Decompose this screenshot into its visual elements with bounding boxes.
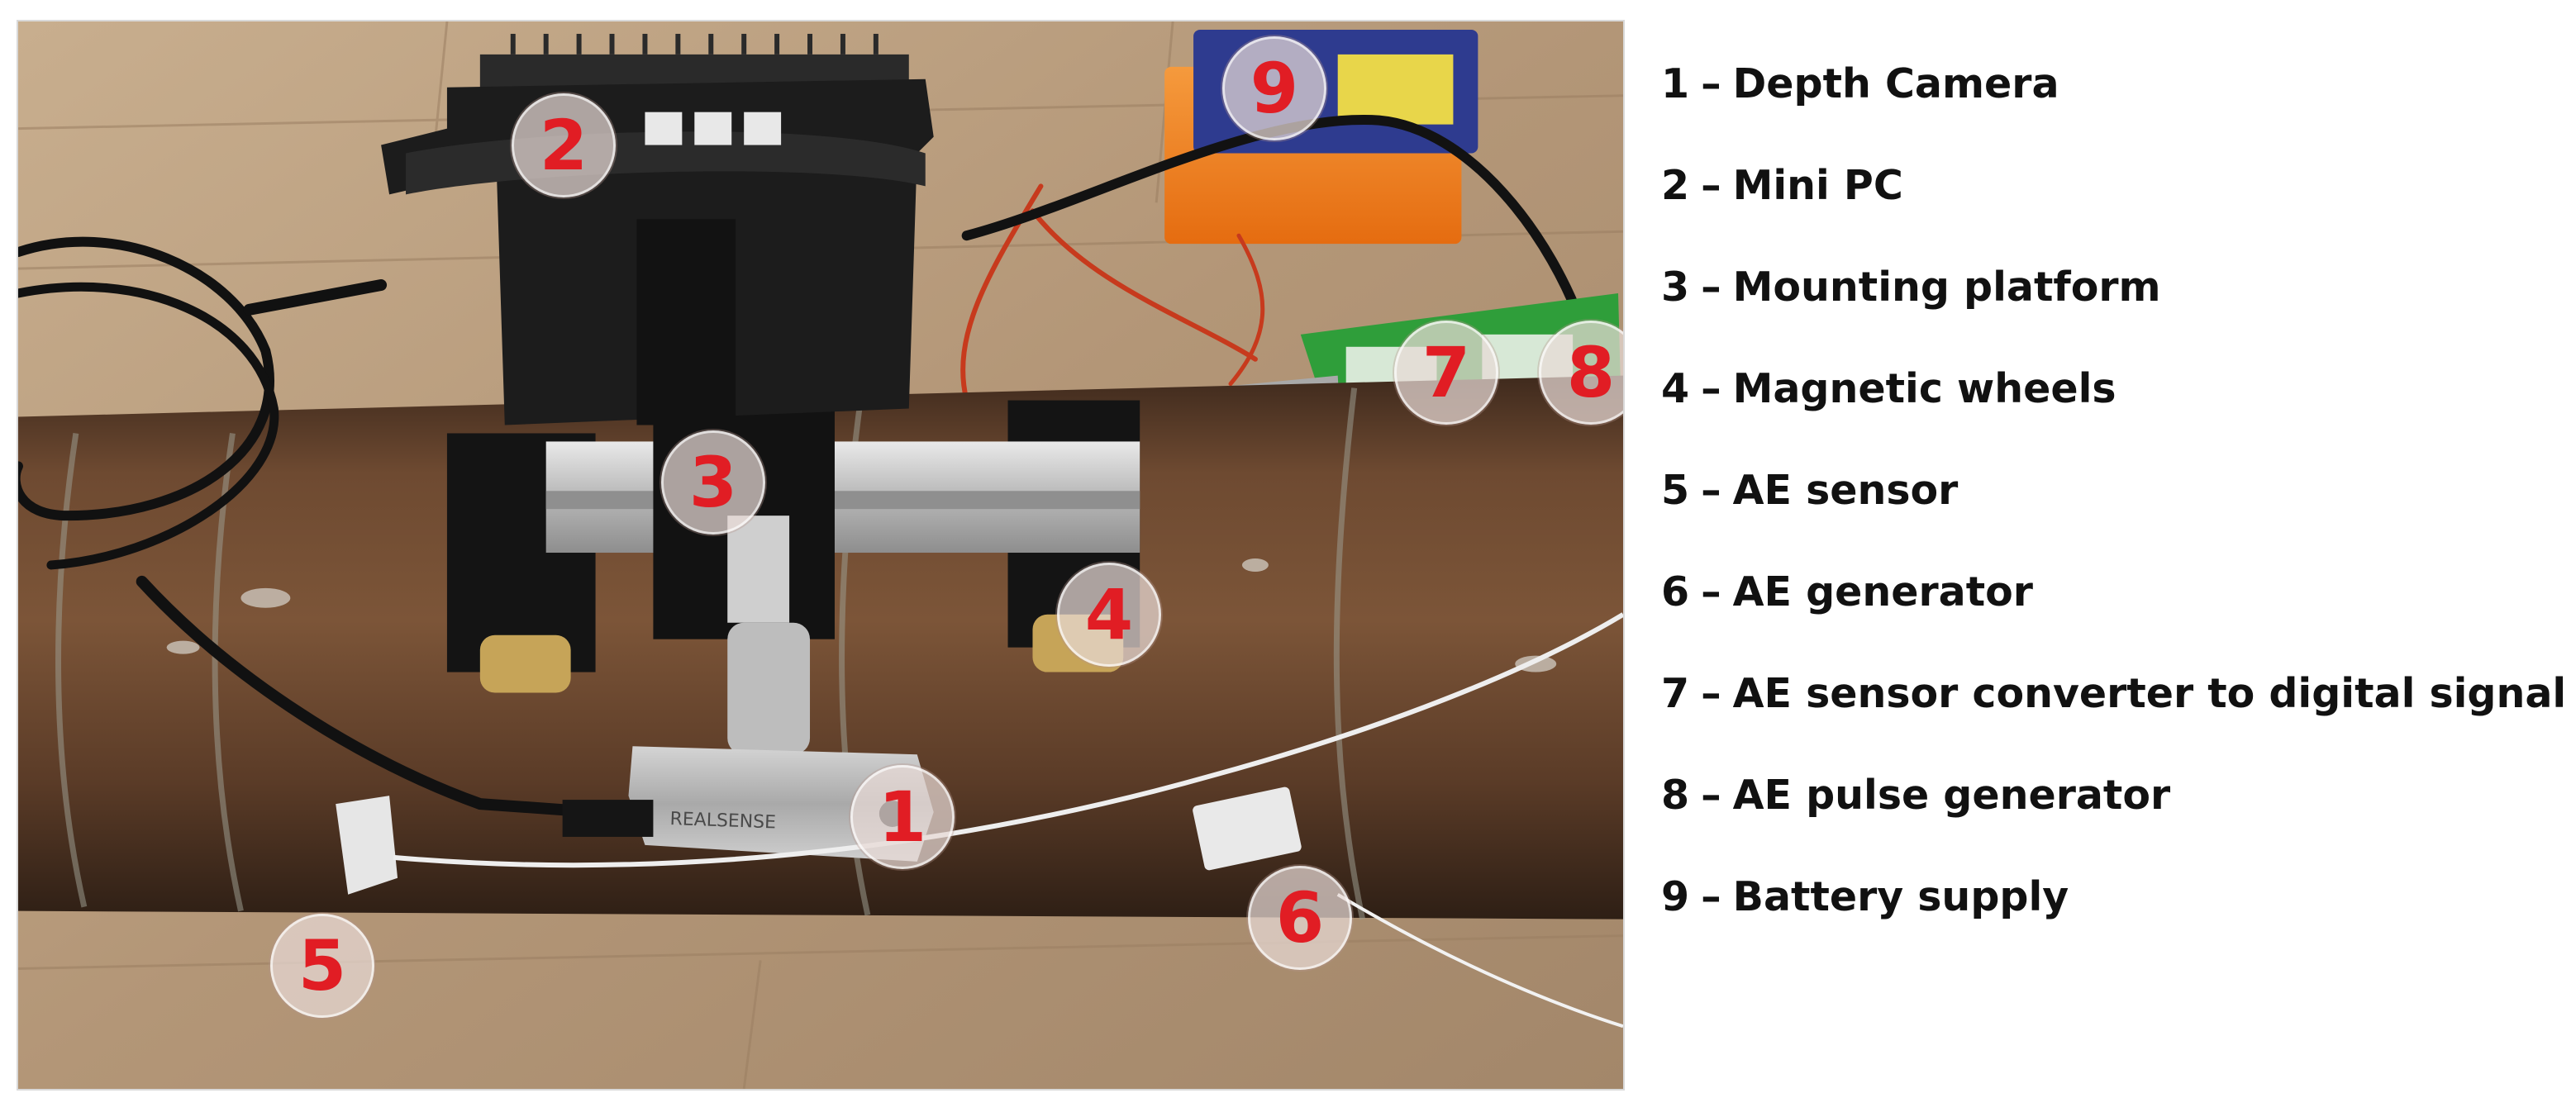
legend-number: 3 (1661, 264, 1690, 311)
legend-label: Mounting platform (1732, 264, 2161, 311)
callout-4: 4 (1057, 563, 1161, 667)
legend-separator: – (1701, 772, 1721, 819)
photo-panel: REALSENSE 1 2 3 4 5 6 7 8 9 (17, 20, 1625, 1091)
callout-8: 8 (1539, 321, 1623, 425)
callout-7: 7 (1394, 321, 1498, 425)
legend-item-depth-camera: 1 – Depth Camera (1661, 33, 2570, 135)
legend-number: 8 (1661, 772, 1690, 819)
legend-number: 9 (1661, 873, 1690, 920)
legend-label: Battery supply (1732, 873, 2069, 920)
legend-item-mini-pc: 2 – Mini PC (1661, 135, 2570, 236)
camera-branding-text: REALSENSE (669, 809, 776, 833)
legend-item-ae-sensor-converter: 7 – AE sensor converter to digital signa… (1661, 643, 2570, 744)
legend-label: AE sensor converter to digital signal (1732, 670, 2567, 717)
legend-label: Magnetic wheels (1732, 365, 2117, 412)
legend-separator: – (1701, 264, 1721, 311)
legend-item-mounting-platform: 3 – Mounting platform (1661, 236, 2570, 338)
legend-label: Depth Camera (1732, 60, 2059, 107)
legend-number: 1 (1661, 60, 1690, 107)
callout-5: 5 (270, 914, 374, 1018)
legend-label: AE sensor (1732, 467, 1959, 514)
legend-number: 7 (1661, 670, 1690, 717)
legend-item-magnetic-wheels: 4 – Magnetic wheels (1661, 338, 2570, 440)
legend-separator: – (1701, 162, 1721, 209)
callout-6: 6 (1248, 866, 1352, 970)
legend-label: Mini PC (1732, 162, 1903, 209)
legend-list: 1 – Depth Camera 2 – Mini PC 3 – Mountin… (1661, 33, 2570, 948)
legend-number: 5 (1661, 467, 1690, 514)
callout-3: 3 (661, 430, 765, 535)
legend-number: 4 (1661, 365, 1690, 412)
callout-2: 2 (512, 93, 616, 197)
ae-sensor (336, 612, 1623, 895)
legend-number: 6 (1661, 568, 1690, 615)
legend-item-ae-generator: 6 – AE generator (1661, 541, 2570, 643)
robot-scene-illustration: REALSENSE (18, 21, 1623, 1089)
legend-label: AE generator (1732, 568, 2033, 615)
callout-1: 1 (850, 765, 955, 869)
legend-label: AE pulse generator (1732, 772, 2171, 819)
legend-separator: – (1701, 60, 1721, 107)
ae-generator (1193, 786, 1623, 1029)
legend-separator: – (1701, 670, 1721, 717)
legend-separator: – (1701, 873, 1721, 920)
legend-separator: – (1701, 365, 1721, 412)
callout-9: 9 (1222, 36, 1326, 140)
legend-item-ae-sensor: 5 – AE sensor (1661, 440, 2570, 541)
legend-number: 2 (1661, 162, 1690, 209)
legend-separator: – (1701, 467, 1721, 514)
legend-item-ae-pulse-generator: 8 – AE pulse generator (1661, 744, 2570, 846)
legend-separator: – (1701, 568, 1721, 615)
legend-item-battery-supply: 9 – Battery supply (1661, 846, 2570, 948)
